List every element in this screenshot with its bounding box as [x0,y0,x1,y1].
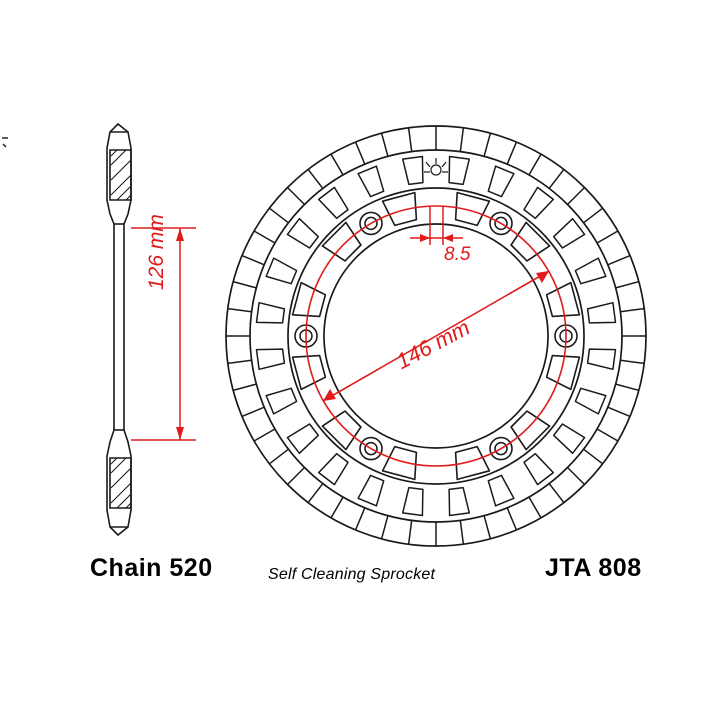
lightening-pockets [255,155,617,517]
profile-outline [106,122,132,537]
profile-tooth-top [109,149,132,201]
dimension-126mm [131,227,196,441]
teeth-ring [225,125,647,547]
profile-hatch-top [110,149,132,201]
part-number-label: JTA 808 [545,554,642,582]
profile-hatch-bottom [110,457,132,509]
profile-tooth-bottom [109,457,132,509]
tagline-label: Self Cleaning Sprocket [268,566,436,583]
side-profile-view [106,122,132,537]
inner-ring-hub [323,223,549,449]
dimension-126mm-label: 126 mm [145,214,168,290]
mud-slots [291,191,581,481]
chain-size-label: Chain 520 [90,554,213,582]
logo-mark [424,158,448,176]
dimension-8.5-label: 8.5 [444,244,471,265]
corner-tick-marks [2,137,8,148]
dimension-8.5 [410,206,463,245]
dimension-146mm [305,205,567,467]
inner-ring-outer [287,187,585,485]
